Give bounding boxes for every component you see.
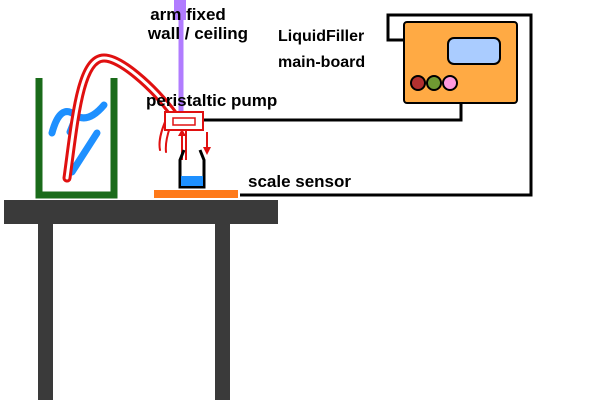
table [4, 200, 278, 400]
main-board [403, 21, 518, 104]
pump-wire [203, 100, 463, 122]
arm-label-line2: wall / ceiling [147, 24, 248, 43]
led-pink-icon [442, 75, 458, 91]
board-label-line1: LiquidFiller [278, 28, 364, 45]
board-label-line2: main-board [278, 54, 365, 71]
scale-label: scale sensor [248, 172, 351, 191]
signal-wires [203, 13, 533, 197]
arm-label-line1: arm fixed [150, 5, 226, 24]
board-screen [447, 37, 501, 65]
table-leg-right [215, 224, 230, 400]
mounting-arm [174, 0, 186, 116]
led-red-icon [410, 75, 426, 91]
arrow-down-icon [203, 147, 211, 155]
arrow-up-icon [178, 129, 186, 136]
fill-container [178, 149, 206, 189]
table-top [4, 200, 278, 224]
pump-label: peristaltic pump [146, 91, 277, 110]
table-leg-left [38, 224, 53, 400]
scale-plate [154, 190, 238, 198]
scale-wire [240, 13, 533, 197]
led-green-icon [426, 75, 442, 91]
